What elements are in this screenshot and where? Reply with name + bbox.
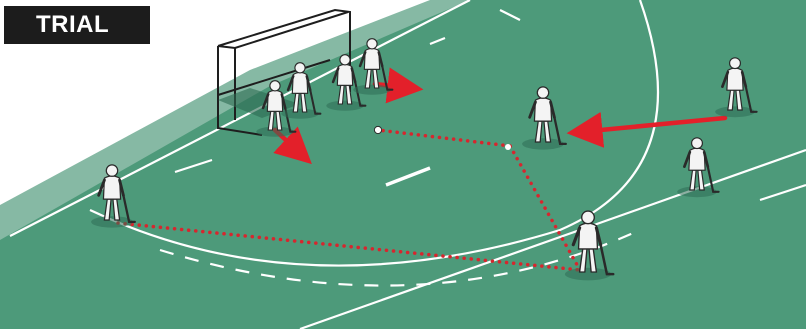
- ball: [374, 126, 381, 133]
- trial-label: TRIAL: [36, 11, 109, 39]
- trial-badge: TRIAL: [4, 6, 150, 44]
- pass-node: [505, 144, 511, 150]
